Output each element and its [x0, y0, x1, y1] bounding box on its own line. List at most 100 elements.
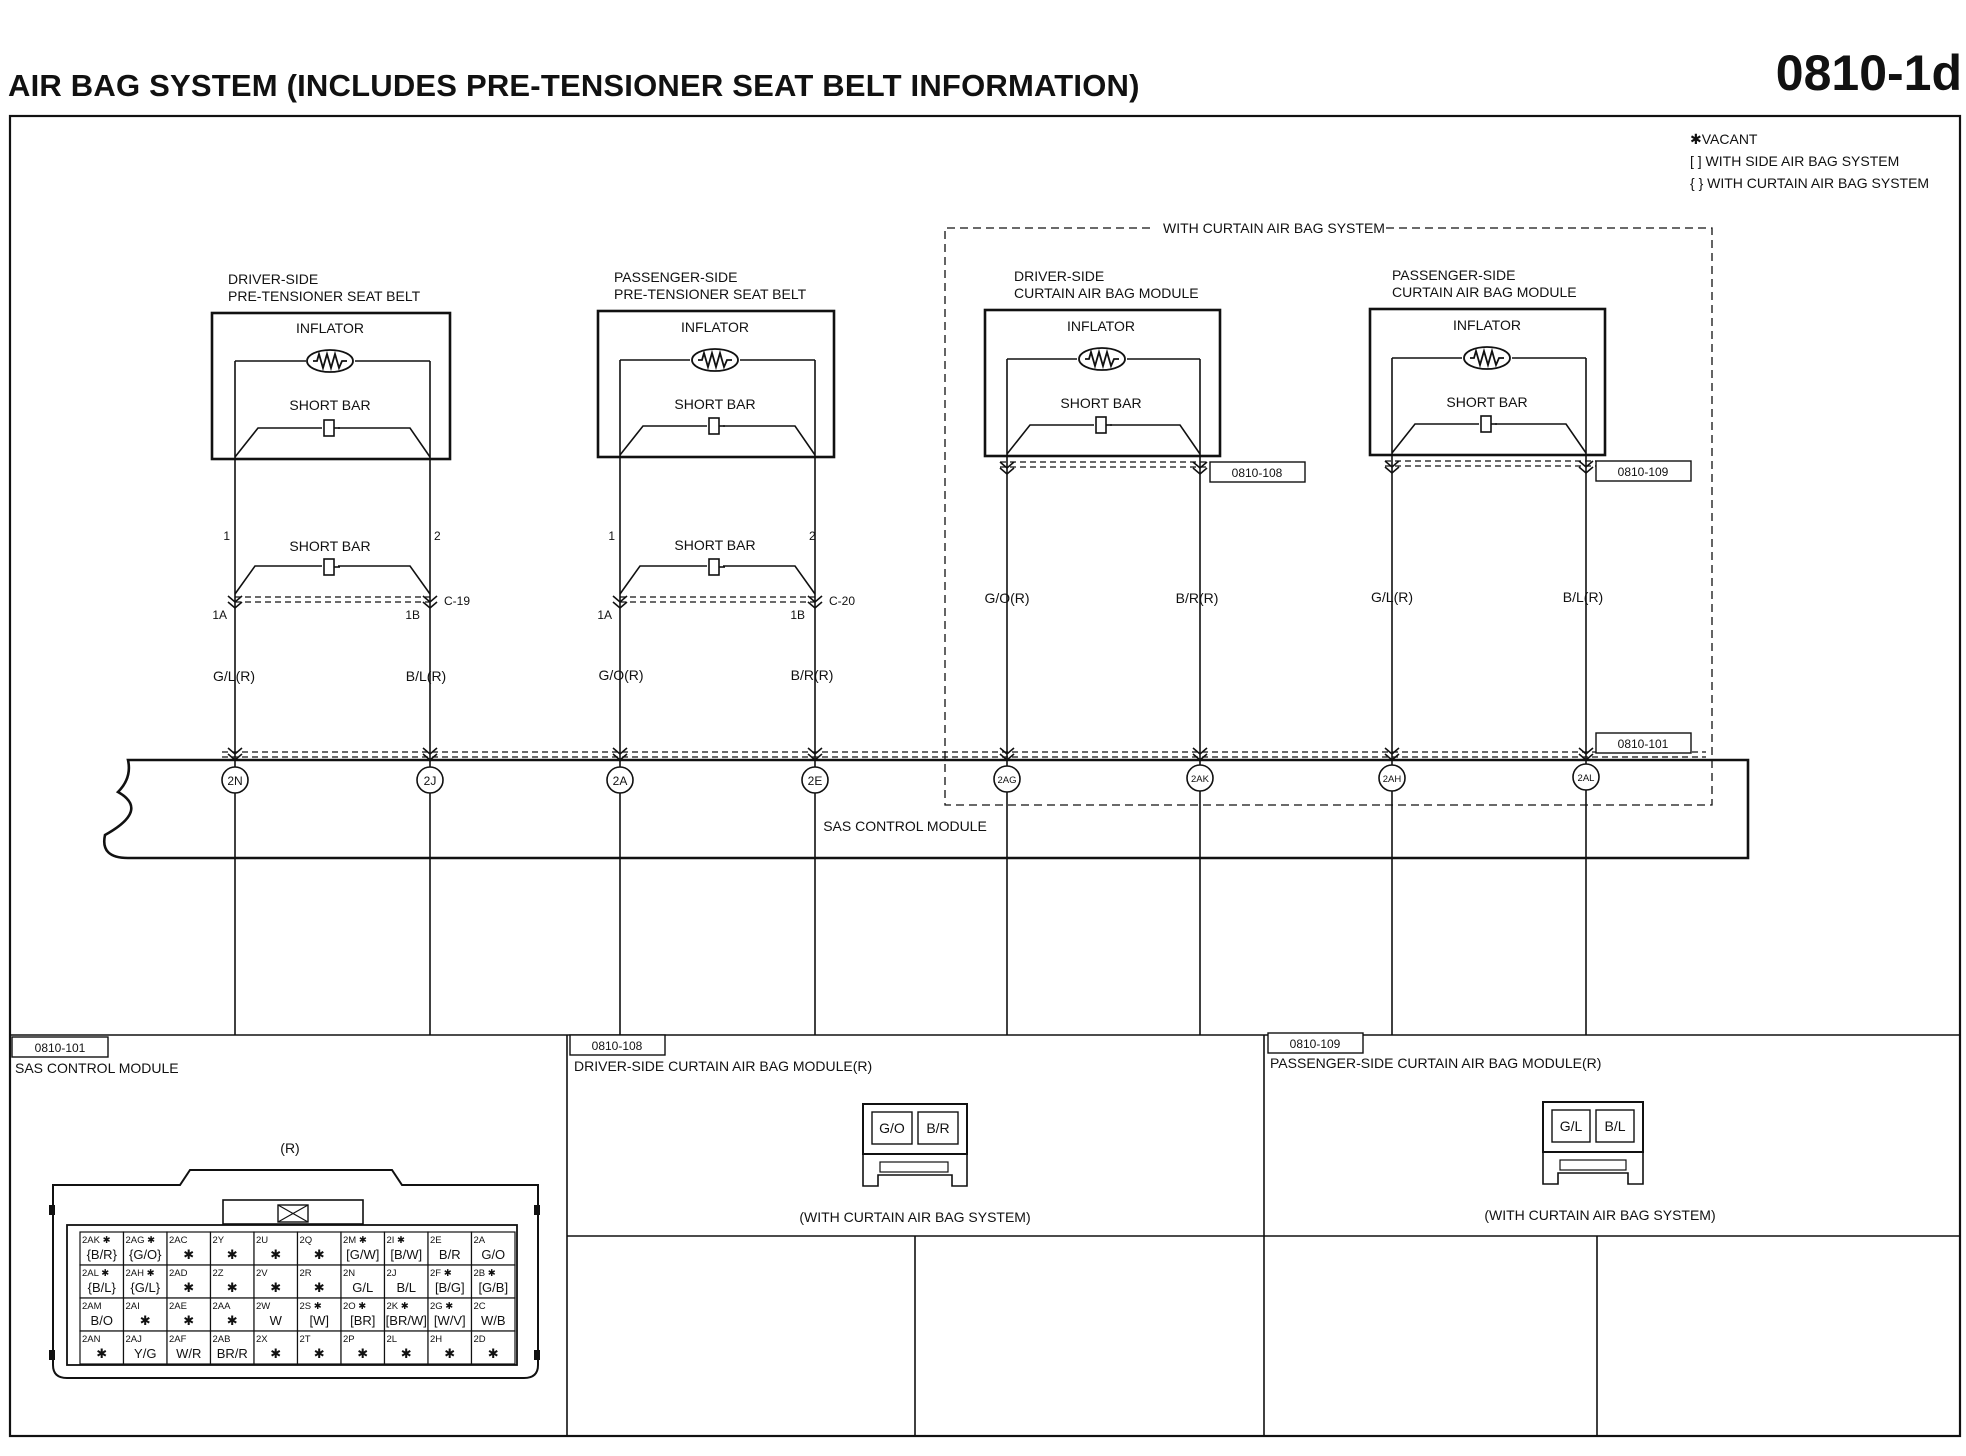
- connector-name: C-19: [444, 594, 470, 608]
- short-bar-icon: [1095, 416, 1113, 434]
- connector-cell-wire: BR/R: [217, 1346, 248, 1361]
- component-label-line1: PASSENGER-SIDE: [614, 269, 737, 285]
- connector-cell-terminal: 2V: [256, 1268, 268, 1279]
- connector-cell-terminal: 2F ✱: [430, 1268, 452, 1279]
- passenger-curtain-air-bag-module: PASSENGER-SIDE CURTAIN AIR BAG MODULE IN…: [1368, 267, 1607, 1035]
- connector-cell-wire: ✱: [183, 1247, 194, 1262]
- connector-cell-wire: G/O: [481, 1247, 505, 1262]
- curtain-connector-rows: 0810-108 0810-109: [999, 460, 1692, 483]
- connector-cell: [166, 1264, 212, 1299]
- connector-cell-wire: ✱: [270, 1280, 281, 1295]
- wire-labels: G/L(R) B/L(R) G/O(R) B/R(R) G/O(R) B/R(R…: [213, 589, 1603, 684]
- connector-cell-terminal: 2Y: [213, 1235, 225, 1246]
- connector-cell-wire: ✱: [183, 1280, 194, 1295]
- connector-cell: [166, 1297, 212, 1332]
- short-bar-label: SHORT BAR: [1446, 394, 1527, 410]
- connector-cell-terminal: 2AA: [213, 1301, 232, 1312]
- panel-note: (WITH CURTAIN AIR BAG SYSTEM): [799, 1209, 1030, 1225]
- connector-cell-wire: ✱: [270, 1346, 281, 1361]
- connector-cell-wire: B/O: [91, 1313, 113, 1328]
- pin-label: 2: [434, 529, 441, 543]
- inflator-resistor-icon: [1463, 346, 1511, 370]
- inflator-label: INFLATOR: [296, 320, 364, 336]
- curtain-group: WITH CURTAIN AIR BAG SYSTEM: [944, 220, 1713, 806]
- connector-cell-wire: ✱: [314, 1346, 325, 1361]
- wire-label: G/L(R): [213, 668, 255, 684]
- short-bar-label: SHORT BAR: [289, 538, 370, 554]
- curtain-group-label: WITH CURTAIN AIR BAG SYSTEM: [1163, 220, 1385, 236]
- connector-cell-terminal: 2AK ✱: [82, 1235, 111, 1246]
- driver-curtain-air-bag-module: DRIVER-SIDE CURTAIN AIR BAG MODULE INFLA…: [983, 268, 1222, 1035]
- wire-label: G/O(R): [598, 667, 643, 683]
- terminal-2E: 2E: [808, 774, 823, 788]
- page-title: AIR BAG SYSTEM (INCLUDES PRE-TENSIONER S…: [8, 68, 1140, 103]
- short-bar-icon: [323, 419, 341, 437]
- connector-cell: [296, 1330, 342, 1365]
- connector-cell-terminal: 2N: [343, 1268, 355, 1279]
- panel-title: PASSENGER-SIDE CURTAIN AIR BAG MODULE(R): [1270, 1055, 1601, 1071]
- connector-cell-wire: ✱: [227, 1247, 238, 1262]
- connector-pin-grid: 2AK ✱{B/R}2AG ✱{G/O}2AC✱2Y✱2U✱2Q✱2M ✱[G/…: [79, 1231, 516, 1365]
- connector-cell-terminal: 2S ✱: [300, 1301, 322, 1312]
- connector-cell: [209, 1330, 255, 1365]
- connector-cell-wire: [W/V]: [434, 1313, 466, 1328]
- connector-cell-wire: G/L: [352, 1280, 373, 1295]
- connector-cell-wire: {B/R}: [87, 1247, 118, 1262]
- connector-cell-wire: ✱: [227, 1313, 238, 1328]
- connector-cell-terminal: 2AC: [169, 1235, 188, 1246]
- inflator-label: INFLATOR: [1453, 317, 1521, 333]
- connector-cell-wire: W/R: [176, 1346, 201, 1361]
- connector-cell-wire: B/L: [396, 1280, 416, 1295]
- panel-title: SAS CONTROL MODULE: [15, 1060, 179, 1076]
- connector-cell: [122, 1264, 168, 1299]
- connector-cell-wire: ✱: [270, 1247, 281, 1262]
- connector-cell-terminal: 2X: [256, 1334, 268, 1345]
- connector-cell-terminal: 2C: [474, 1301, 486, 1312]
- connector-cell: [166, 1330, 212, 1365]
- connector-cell-terminal: 2Q: [300, 1235, 313, 1246]
- connector-cell-terminal: 2I ✱: [387, 1235, 406, 1246]
- connector-cell-terminal: 2E: [430, 1235, 442, 1246]
- wire-label: B/L(R): [406, 668, 446, 684]
- short-bar-icon: [708, 417, 726, 435]
- pin-label: 1: [608, 529, 615, 543]
- connector-cell-wire: Y/G: [134, 1346, 156, 1361]
- inflator-resistor-icon: [306, 349, 354, 373]
- inflator-label: INFLATOR: [1067, 318, 1135, 334]
- connector-cell: [383, 1330, 429, 1365]
- pin-label: 1A: [597, 608, 612, 622]
- sas-control-module-label: SAS CONTROL MODULE: [823, 818, 987, 834]
- connector-pin-B/L: B/L: [1604, 1118, 1625, 1134]
- connector-ref-0810-101[interactable]: 0810-101: [1618, 737, 1669, 751]
- connector-cell: [470, 1231, 516, 1266]
- connector-cell: [79, 1297, 125, 1332]
- panel-0810-109: 0810-109 PASSENGER-SIDE CURTAIN AIR BAG …: [1267, 1032, 1716, 1223]
- connector-ref-0810-109[interactable]: 0810-109: [1618, 465, 1669, 479]
- wire-label: G/L(R): [1371, 589, 1413, 605]
- panel-code: 0810-109: [1290, 1037, 1341, 1051]
- connector-cell-terminal: 2Z: [213, 1268, 224, 1279]
- connector-cell: [253, 1330, 299, 1365]
- connector-cell-terminal: 2A: [474, 1235, 486, 1246]
- connector-cell-terminal: 2AM: [82, 1301, 102, 1312]
- connector-cell-wire: ✱: [183, 1313, 194, 1328]
- connector-cell-wire: ✱: [140, 1313, 151, 1328]
- connector-cell-wire: [B/W]: [390, 1247, 422, 1262]
- connector-cell-terminal: 2R: [300, 1268, 312, 1279]
- short-bar-label: SHORT BAR: [674, 537, 755, 553]
- connector-cell: [166, 1231, 212, 1266]
- connector-cell-terminal: 2AB: [213, 1334, 231, 1345]
- connector-cell-terminal: 2G ✱: [430, 1301, 453, 1312]
- terminal-2N: 2N: [227, 774, 242, 788]
- connector-cell-terminal: 2W: [256, 1301, 270, 1312]
- connector-cell-terminal: 2AN: [82, 1334, 101, 1345]
- connector-cell-wire: W: [270, 1313, 283, 1328]
- connector-cell-wire: ✱: [314, 1280, 325, 1295]
- driver-pretensioner-seat-belt: DRIVER-SIDE PRE-TENSIONER SEAT BELT INFL…: [210, 271, 452, 1035]
- connector-cell: [383, 1231, 429, 1266]
- connector-cell: [79, 1330, 125, 1365]
- wire-label: B/R(R): [1176, 590, 1219, 606]
- panel-subtitle: (R): [280, 1140, 299, 1156]
- panel-code: 0810-101: [35, 1041, 86, 1055]
- connector-ref-0810-108[interactable]: 0810-108: [1232, 466, 1283, 480]
